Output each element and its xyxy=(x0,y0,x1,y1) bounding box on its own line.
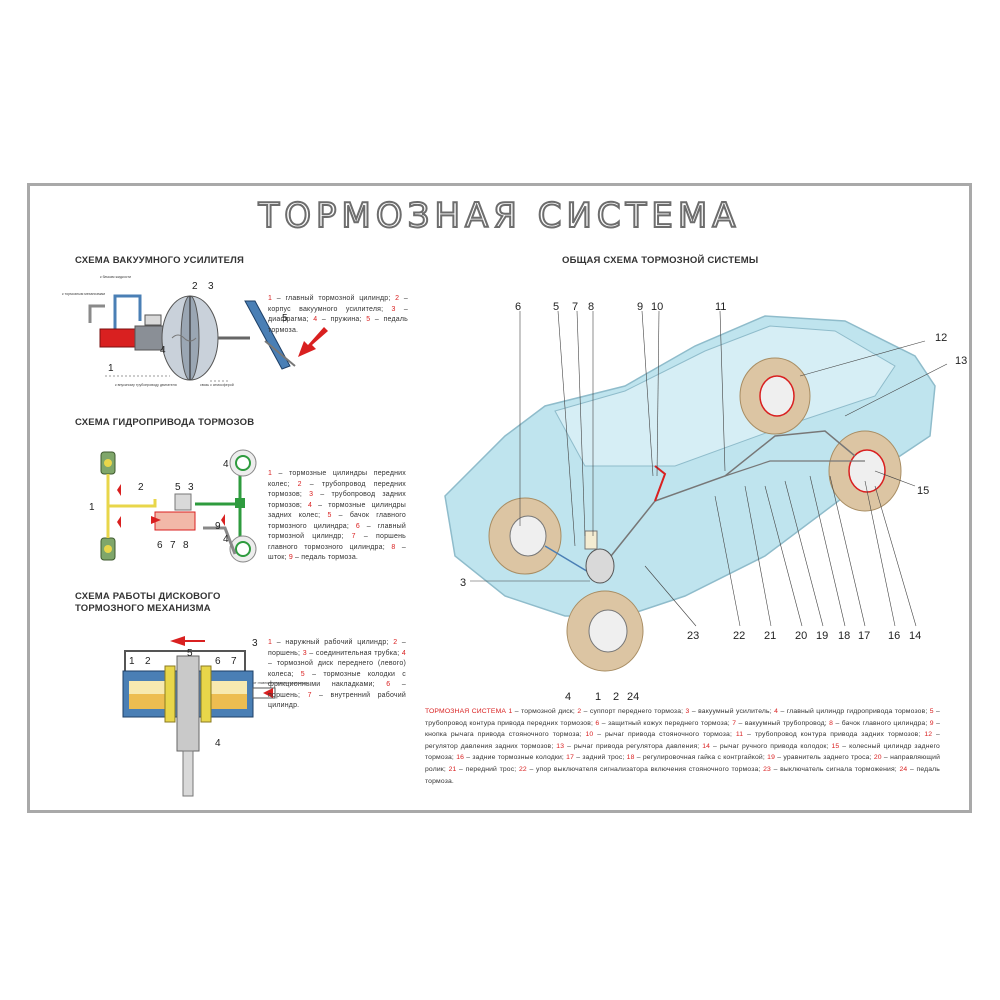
vacuum-label-1: 1 xyxy=(108,363,114,374)
general-heading: ОБЩАЯ СХЕМА ТОРМОЗНОЙ СИСТЕМЫ xyxy=(562,255,759,266)
disc-label-6: 6 xyxy=(215,656,221,667)
vacuum-note-1: к бачкам жидкости xyxy=(100,275,131,279)
callout-24: 24 xyxy=(627,691,639,703)
callout-10: 10 xyxy=(651,301,663,313)
callout-8: 8 xyxy=(588,301,594,313)
general-legend: ТОРМОЗНАЯ СИСТЕМА 1 – тормозной диск; 2 … xyxy=(425,708,941,785)
car-brake-diagram: 6 5 7 8 9 10 11 12 13 15 3 23 22 21 20 1… xyxy=(444,301,967,703)
hydraulic-label-3: 3 xyxy=(188,482,194,493)
callout-2: 2 xyxy=(613,691,619,703)
callout-12: 12 xyxy=(935,332,947,344)
vacuum-note-3: к впускному трубопроводу двигателя xyxy=(115,383,177,387)
disc-label-1: 1 xyxy=(129,656,135,667)
hydraulic-diagram: 1 2 5 3 4 4 9 6 7 8 xyxy=(89,449,257,563)
disc-legend: 1 – наружный рабочий цилиндр; 2 – поршен… xyxy=(268,639,406,709)
callout-20: 20 xyxy=(795,630,807,642)
vacuum-note-2: к тормозным механизмам xyxy=(62,292,106,296)
hydraulic-label-7: 7 xyxy=(170,540,176,551)
disc-label-4: 4 xyxy=(215,738,221,749)
callout-16: 16 xyxy=(888,630,900,642)
disc-heading: СХЕМА РАБОТЫ ДИСКОВОГО ТОРМОЗНОГО МЕХАНИ… xyxy=(75,591,221,614)
disc-label-5: 5 xyxy=(187,648,193,659)
hydraulic-label-6: 6 xyxy=(157,540,163,551)
disc-label-7: 7 xyxy=(231,656,237,667)
vacuum-label-5: 5 xyxy=(282,313,288,324)
callout-14: 14 xyxy=(909,630,921,642)
callout-1: 1 xyxy=(595,691,601,703)
disc-note-1: от главного тормозного цилиндра xyxy=(253,681,309,685)
callout-5: 5 xyxy=(553,301,559,313)
callout-15: 15 xyxy=(917,485,929,497)
callout-11: 11 xyxy=(715,301,726,313)
callout-18: 18 xyxy=(838,630,850,642)
callout-9: 9 xyxy=(637,301,643,313)
hydraulic-label-9: 9 xyxy=(215,521,221,532)
vacuum-label-3: 3 xyxy=(208,281,214,292)
hydraulic-label-5: 5 xyxy=(175,482,181,493)
callout-17: 17 xyxy=(858,630,870,642)
callout-22: 22 xyxy=(733,630,745,642)
hydraulic-heading: СХЕМА ГИДРОПРИВОДА ТОРМОЗОВ xyxy=(75,417,255,428)
vacuum-note-4: связь с атмосферой xyxy=(200,383,234,387)
callout-19: 19 xyxy=(816,630,828,642)
hydraulic-label-2: 2 xyxy=(138,482,144,493)
poster-frame: ТОРМОЗНАЯ СИСТЕМА СХЕМА ВАКУУМНОГО УСИЛИ… xyxy=(27,183,972,813)
callout-4: 4 xyxy=(565,691,571,703)
vacuum-label-4: 4 xyxy=(160,345,166,356)
disc-label-2: 2 xyxy=(145,656,151,667)
callout-23: 23 xyxy=(687,630,699,642)
disc-brake-diagram: 1 2 5 6 7 3 4 от главного тормозного цил… xyxy=(122,636,309,797)
hydraulic-label-4a: 4 xyxy=(223,459,229,470)
vacuum-label-2: 2 xyxy=(192,281,198,292)
callout-6: 6 xyxy=(515,301,521,313)
callout-13: 13 xyxy=(955,355,967,367)
hydraulic-label-8: 8 xyxy=(183,540,189,551)
poster-title: ТОРМОЗНАЯ СИСТЕМА xyxy=(258,195,741,237)
callout-3: 3 xyxy=(460,577,466,589)
callout-21: 21 xyxy=(764,630,776,642)
vacuum-legend: 1 – главный тормозной цилиндр; 2 – корпу… xyxy=(268,295,408,334)
vacuum-heading: СХЕМА ВАКУУМНОГО УСИЛИТЕЛЯ xyxy=(75,255,245,266)
vacuum-booster-diagram: 1 2 3 4 5 к бачкам жидкости к тормозным … xyxy=(62,275,328,387)
hydraulic-label-4b: 4 xyxy=(223,534,229,545)
disc-label-3: 3 xyxy=(252,638,258,649)
hydraulic-legend: 1 – тормозные цилиндры передних колес; 2… xyxy=(268,470,406,561)
hydraulic-label-1: 1 xyxy=(89,502,95,513)
callout-7: 7 xyxy=(572,301,578,313)
